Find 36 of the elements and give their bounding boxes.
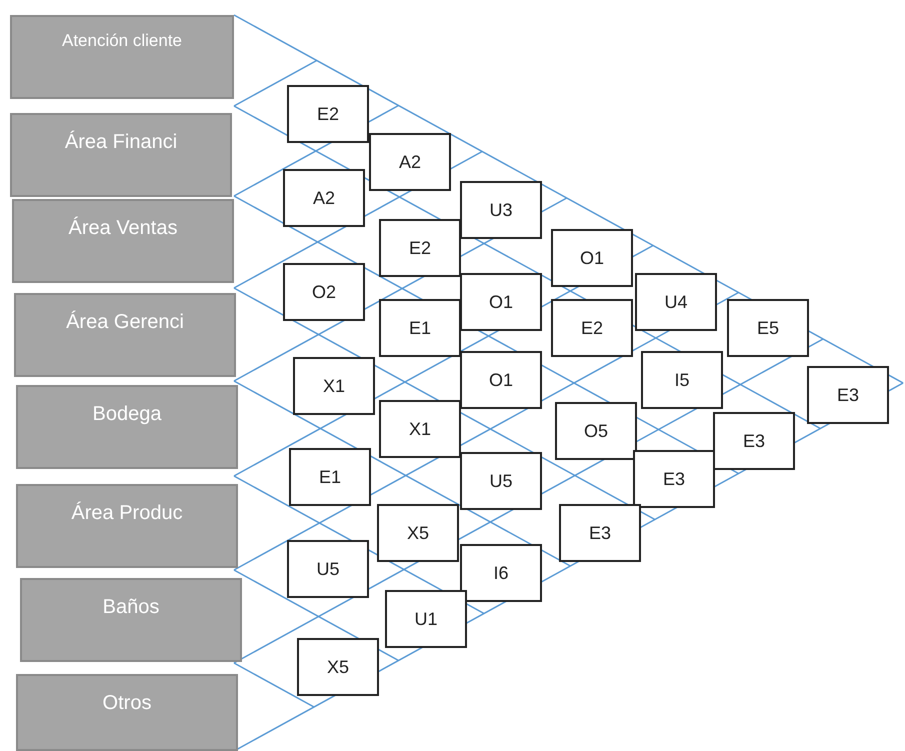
- department-box: Área Gerenci: [14, 293, 236, 377]
- relationship-code-box: U3: [460, 181, 542, 239]
- relationship-code-box: E5: [727, 299, 809, 357]
- department-box: Baños: [20, 578, 242, 662]
- department-box: Otros: [16, 674, 238, 751]
- relationship-code-box: X5: [377, 504, 459, 562]
- relationship-code-box: O1: [460, 351, 542, 409]
- relationship-code-box: X1: [379, 400, 461, 458]
- relationship-code-box: U4: [635, 273, 717, 331]
- relationship-code-box: E3: [713, 412, 795, 470]
- relationship-code-box: U5: [287, 540, 369, 598]
- relationship-code-box: O5: [555, 402, 637, 460]
- department-box: Área Financi: [10, 113, 232, 197]
- department-box: Atención cliente: [10, 15, 234, 99]
- relationship-code-box: E2: [287, 85, 369, 143]
- relationship-code-box: O2: [283, 263, 365, 321]
- relationship-code-box: I6: [460, 544, 542, 602]
- relationship-code-box: E2: [379, 219, 461, 277]
- relationship-code-box: X5: [297, 638, 379, 696]
- relationship-code-box: A2: [369, 133, 451, 191]
- relationship-code-box: X1: [293, 357, 375, 415]
- relationship-code-box: E2: [551, 299, 633, 357]
- relationship-code-box: E1: [289, 448, 371, 506]
- relationship-code-box: A2: [283, 169, 365, 227]
- department-box: Área Produc: [16, 484, 238, 568]
- relationship-code-box: U1: [385, 590, 467, 648]
- relationship-code-box: I5: [641, 351, 723, 409]
- relationship-code-box: U5: [460, 452, 542, 510]
- relationship-code-box: E1: [379, 299, 461, 357]
- relationship-code-box: E3: [559, 504, 641, 562]
- relationship-code-box: O1: [460, 273, 542, 331]
- department-box: Área Ventas: [12, 199, 234, 283]
- relationship-code-box: O1: [551, 229, 633, 287]
- relationship-code-box: E3: [807, 366, 889, 424]
- relationship-code-box: E3: [633, 450, 715, 508]
- department-box: Bodega: [16, 385, 238, 469]
